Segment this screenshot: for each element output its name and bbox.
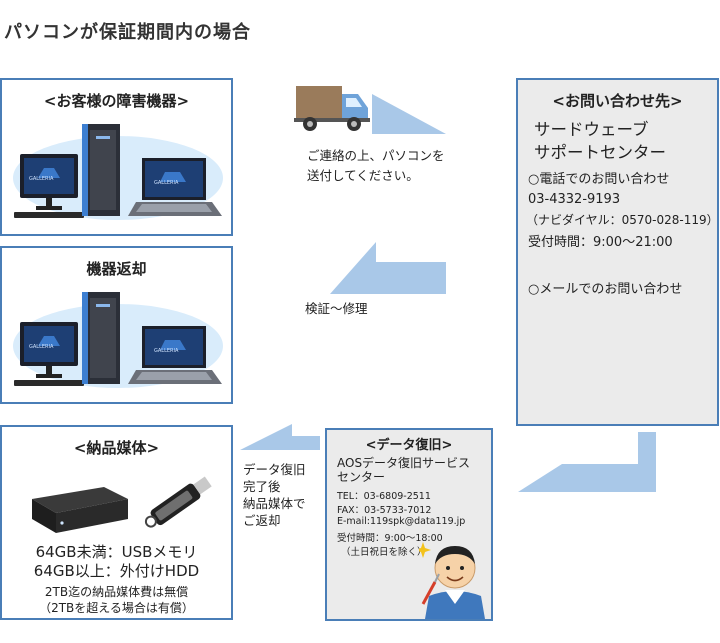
repair-label: 検証～修理 bbox=[305, 301, 368, 316]
phone-hours: 受付時間：9:00～21:00 bbox=[528, 235, 673, 250]
recovery-company-2: センター bbox=[337, 470, 386, 484]
send-flow-arrow bbox=[372, 94, 446, 134]
data-recovery-box: <データ復旧> AOSデータ復旧サービス センター TEL：03-6809-25… bbox=[325, 428, 493, 621]
recovery-email: E-mail:119spk@data119.jp bbox=[337, 516, 466, 527]
customer-equipment-title: <お客様の障害機器> bbox=[43, 92, 190, 110]
pc-laptop-illustration-return bbox=[13, 292, 223, 388]
send-instruction-1: ご連絡の上、パソコンを bbox=[307, 148, 445, 163]
laptop-brand-label: GALLERIA bbox=[154, 180, 179, 186]
repair-flow-arrow bbox=[330, 242, 446, 294]
phone-number: 03-4332-9193 bbox=[528, 192, 621, 207]
recovery-holiday: （土日祝日を除く） bbox=[341, 547, 427, 558]
recovery-hours: 受付時間：9:00～18:00 bbox=[337, 533, 443, 544]
data-recovery-title: <データ復旧> bbox=[365, 438, 453, 453]
media-usb-line: 64GB未満：USBメモリ bbox=[35, 543, 198, 561]
hdd-usb-illustration bbox=[32, 476, 212, 533]
navi-dial: （ナビダイヤル：0570-028-119） bbox=[526, 213, 719, 227]
phone-heading: ○電話でのお問い合わせ bbox=[528, 172, 670, 187]
return-step-1: データ復旧 bbox=[243, 462, 306, 477]
monitor-brand-label: GALLERIA bbox=[29, 176, 54, 182]
equipment-return-box: 機器返却 GALLERIA GALLERIA bbox=[0, 246, 233, 404]
return-step-3: 納品媒体で bbox=[243, 496, 306, 511]
recovery-company-1: AOSデータ復旧サービス bbox=[337, 456, 471, 470]
contact-box: <お問い合わせ先> サードウェーブ サポートセンター ○電話でのお問い合わせ 0… bbox=[516, 78, 719, 426]
recovery-flow-arrow bbox=[518, 432, 656, 492]
monitor-brand-label-return: GALLERIA bbox=[29, 344, 54, 350]
customer-equipment-box: <お客様の障害機器> GALLERIA GALLERIA bbox=[0, 78, 233, 236]
media-hdd-line: 64GB以上：外付けHDD bbox=[33, 562, 200, 580]
return-flow-arrow bbox=[240, 424, 320, 450]
pc-laptop-illustration bbox=[13, 124, 223, 220]
send-instruction-2: 送付してください。 bbox=[307, 168, 419, 183]
equipment-return-title: 機器返却 bbox=[86, 260, 147, 278]
delivery-media-box: <納品媒体> 64GB未満：USBメモリ 64GB以上：外付けHDD 2TB迄の… bbox=[0, 425, 233, 620]
contact-title: <お問い合わせ先> bbox=[552, 92, 683, 110]
recovery-fax: FAX：03-5733-7012 bbox=[337, 505, 432, 516]
media-free-note: 2TB迄の納品媒体費は無償 bbox=[44, 585, 189, 599]
delivery-media-title: <納品媒体> bbox=[73, 439, 160, 457]
delivery-truck-icon bbox=[294, 86, 370, 131]
mail-heading: ○メールでのお問い合わせ bbox=[528, 282, 683, 297]
media-paid-note: （2TBを超える場合は有償） bbox=[39, 601, 194, 615]
page-title: パソコンが保証期間内の場合 bbox=[4, 22, 251, 43]
return-step-4: ご返却 bbox=[243, 513, 281, 528]
contact-company-2: サポートセンター bbox=[534, 143, 666, 162]
laptop-brand-label-return: GALLERIA bbox=[154, 348, 179, 354]
recovery-tel: TEL：03-6809-2511 bbox=[337, 491, 431, 502]
contact-company-1: サードウェーブ bbox=[534, 120, 649, 139]
return-step-2: 完了後 bbox=[243, 479, 281, 494]
technician-illustration bbox=[419, 542, 485, 619]
